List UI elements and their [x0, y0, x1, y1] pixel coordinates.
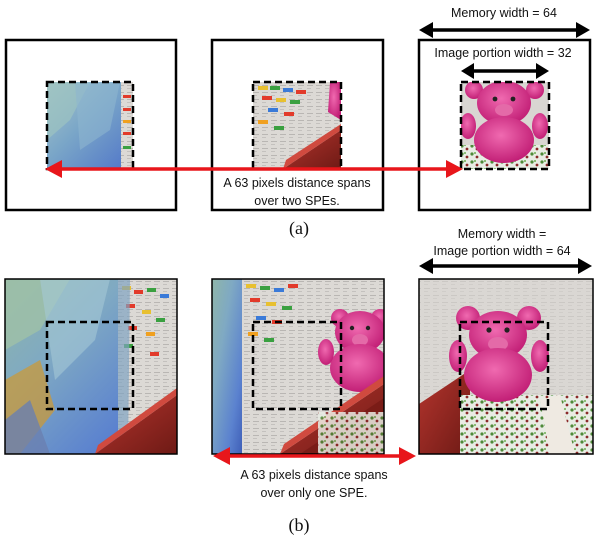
image-portion-a3 — [461, 82, 549, 169]
distance-arrow-a — [45, 160, 463, 178]
teddy-bear-a3 — [461, 82, 548, 163]
memory-width-arrow-b — [419, 258, 592, 274]
distance-label-a-line1: A 63 pixels distance spans — [223, 176, 370, 190]
memory-width-label-b-line2: Image portion width = 64 — [433, 244, 570, 258]
memory-width-label-b-line1: Memory width = — [458, 227, 547, 241]
portion-outline-a2 — [251, 80, 343, 171]
image-b2 — [212, 279, 384, 454]
caption-b: (b) — [289, 515, 310, 536]
portion-width-arrow-a — [461, 63, 549, 79]
image-b3 — [419, 279, 593, 454]
portion-outline-b1 — [45, 320, 135, 411]
distance-label-a-line2: over two SPEs. — [254, 194, 339, 208]
panel-b: Memory width = Image portion width = 64 … — [4, 227, 594, 536]
distance-label-b-line2: over only one SPE. — [260, 486, 367, 500]
image-b1 — [5, 279, 177, 454]
image-frame-b2 — [211, 278, 385, 455]
memory-frame-a3 — [417, 38, 592, 212]
memory-width-label-a: Memory width = 64 — [451, 6, 557, 20]
memory-frame-a1 — [4, 38, 178, 212]
distance-label-b-line1: A 63 pixels distance spans — [240, 468, 387, 482]
memory-width-arrow-a — [419, 22, 590, 38]
teddy-bear-b2 — [318, 309, 384, 392]
image-frame-b3 — [418, 278, 594, 455]
image-portion-a2 — [253, 82, 341, 169]
portion-outline-b3 — [458, 320, 550, 411]
distance-arrow-b — [213, 447, 416, 465]
portion-width-label-a: Image portion width = 32 — [434, 46, 571, 60]
caption-a: (a) — [289, 218, 309, 239]
portion-outline-b2 — [251, 320, 343, 411]
panel-a: Memory width = 64 Image portion width = … — [4, 6, 592, 239]
memory-frame-a2 — [210, 38, 385, 212]
portion-outline-a3 — [459, 80, 551, 171]
image-portion-a1 — [47, 82, 133, 169]
image-frame-b1 — [4, 278, 178, 455]
